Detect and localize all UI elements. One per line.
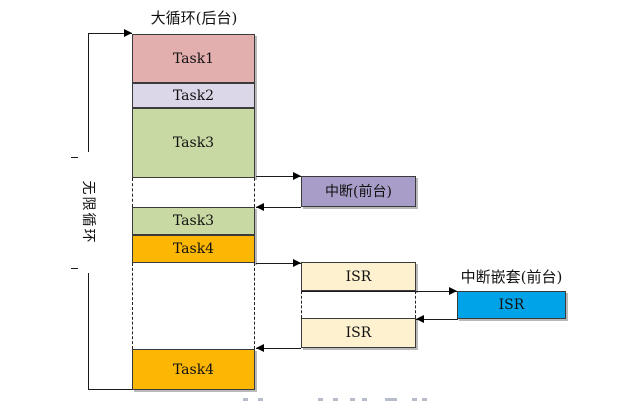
arrow-from-isr-head-icon <box>256 344 264 352</box>
caption-fragment <box>258 398 263 401</box>
nested-interrupt-label: 中断嵌套(前台) <box>460 268 563 286</box>
task1-label: Task1 <box>172 50 215 67</box>
caption-fragment <box>333 398 338 401</box>
arrow-to-nested-isr-line <box>301 291 457 292</box>
loop-top-arrowhead-icon <box>124 29 132 37</box>
main-column-gap-interrupt <box>132 178 255 207</box>
loop-label-bottom-tick <box>71 268 80 269</box>
arrow-to-nested-isr-head-icon <box>449 287 457 295</box>
interrupt-box: 中断(前台) <box>301 176 416 207</box>
task4-resumed-box: Task4 <box>132 349 255 390</box>
arrow-from-interrupt-line <box>256 207 301 208</box>
arrow-from-interrupt-head-icon <box>256 203 264 211</box>
arrow-to-interrupt-line <box>256 176 301 177</box>
task3-box: Task3 <box>132 108 255 178</box>
arrow-from-nested-isr-head-icon <box>416 315 424 323</box>
caption-fragment <box>243 398 248 401</box>
isr-second-label: ISR <box>345 325 372 341</box>
isr-second-box: ISR <box>301 318 416 348</box>
caption-fragment <box>318 398 323 401</box>
isr-first-box: ISR <box>301 262 416 291</box>
task3-label: Task3 <box>172 135 215 151</box>
caption-fragment <box>350 398 355 401</box>
isr-first-label: ISR <box>345 268 372 285</box>
main-column-gap-isr <box>132 263 255 349</box>
task2-box: Task2 <box>132 83 255 108</box>
diagram-title: 大循环(后台) <box>150 9 238 27</box>
task4-resumed-label: Task4 <box>172 361 215 378</box>
arrow-from-nested-isr-line <box>416 319 458 320</box>
caption-fragment <box>422 398 427 401</box>
loop-label-top-tick <box>71 157 80 158</box>
arrow-to-isr-head-icon <box>293 259 301 267</box>
arrow-to-interrupt-head-icon <box>293 172 301 180</box>
isr-column-gap <box>301 291 416 318</box>
task4-box: Task4 <box>132 235 255 263</box>
task2-label: Task2 <box>172 87 215 104</box>
task1-box: Task1 <box>132 34 255 83</box>
task3-resumed-box: Task3 <box>132 207 255 235</box>
arrow-to-isr-line <box>256 263 301 264</box>
task3-resumed-label: Task3 <box>172 213 215 229</box>
nested-isr-label: ISR <box>498 297 525 313</box>
caption-fragment <box>385 398 397 401</box>
caption-fragment <box>362 398 367 401</box>
task4-label: Task4 <box>172 241 215 257</box>
interrupt-label: 中断(前台) <box>325 183 392 200</box>
caption-fragment <box>412 398 417 401</box>
infinite-loop-label: 无限循环 <box>78 152 97 273</box>
arrow-from-isr-line <box>256 348 301 349</box>
nested-isr-box: ISR <box>457 291 566 319</box>
